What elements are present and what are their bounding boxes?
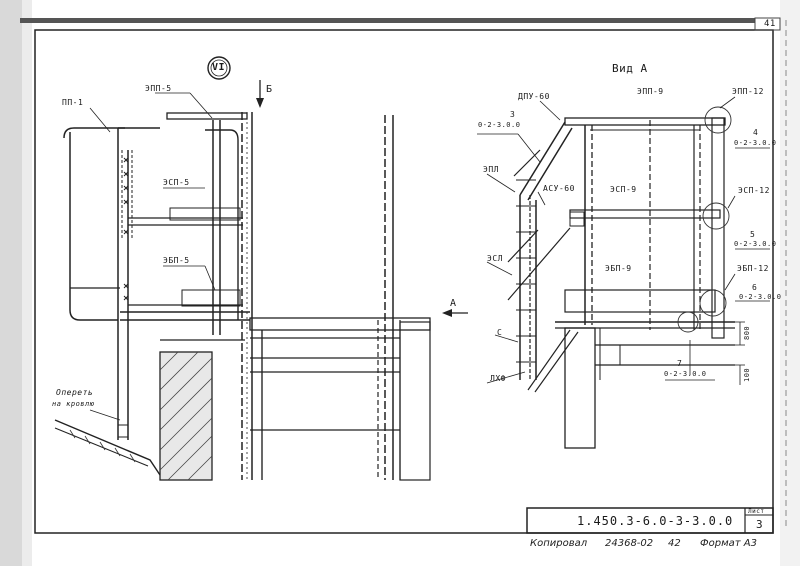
- corner-page-number: 41: [764, 19, 776, 29]
- ref-3-code: 0-2-3.0.0: [478, 121, 521, 129]
- order-number: 24368-02: [605, 538, 654, 549]
- label-ebp-5: ЭБП-5: [163, 256, 190, 265]
- dim-800: 800: [743, 325, 751, 340]
- label-esp-5: ЭСП-5: [163, 178, 190, 187]
- ref-7-number: 7: [677, 359, 683, 368]
- copied-stamp: Копировал: [530, 538, 588, 549]
- label-epp-9: ЭПП-9: [637, 87, 664, 96]
- ref-6-number: 6: [752, 283, 758, 292]
- dim-100: 100: [743, 367, 751, 382]
- label-esl: ЭСЛ: [487, 254, 503, 263]
- label-ebp-9: ЭБП-9: [605, 264, 632, 273]
- section-mark-b: Б: [266, 84, 273, 95]
- sheet-label: Лист: [748, 508, 765, 515]
- node-label: VI: [212, 62, 226, 73]
- footer-page: 42: [668, 538, 681, 549]
- section-mark-a: А: [450, 298, 457, 309]
- label-ebp-12: ЭБП-12: [737, 264, 769, 273]
- ref-5-number: 5: [750, 230, 756, 239]
- ref-3-number: 3: [510, 110, 516, 119]
- label-epp-12: ЭПП-12: [732, 87, 764, 96]
- drawing-designation: 1.450.3-6.0-3-3.0.0: [577, 514, 734, 528]
- label-dpu-60: ДПУ-60: [518, 92, 550, 101]
- label-asu-60: АСУ-60: [543, 184, 575, 193]
- ref-7-code: 0-2-3.0.0: [664, 370, 707, 378]
- label-support-1: Опереть: [56, 388, 94, 397]
- label-support-2: на кровлю: [52, 400, 95, 408]
- ref-6-code: 0-2-3.0.0: [739, 293, 782, 301]
- label-esp-12: ЭСП-12: [738, 186, 770, 195]
- label-epp-5: ЭПП-5: [145, 84, 172, 93]
- label-pp-1: ПП-1: [62, 98, 84, 107]
- ref-4-number: 4: [753, 128, 759, 137]
- ref-5-code: 0-2-3.0.0: [734, 240, 777, 248]
- format-label: Формат А3: [700, 538, 757, 549]
- label-esp-9: ЭСП-9: [610, 185, 637, 194]
- ref-4-code: 0-2-3.0.0: [734, 139, 777, 147]
- label-epl: ЭПЛ: [483, 165, 499, 174]
- view-label: Вид А: [612, 62, 648, 75]
- sheet-number: 3: [756, 518, 764, 531]
- label-c: С: [497, 328, 503, 337]
- label-lhf: ЛХФ: [490, 374, 506, 383]
